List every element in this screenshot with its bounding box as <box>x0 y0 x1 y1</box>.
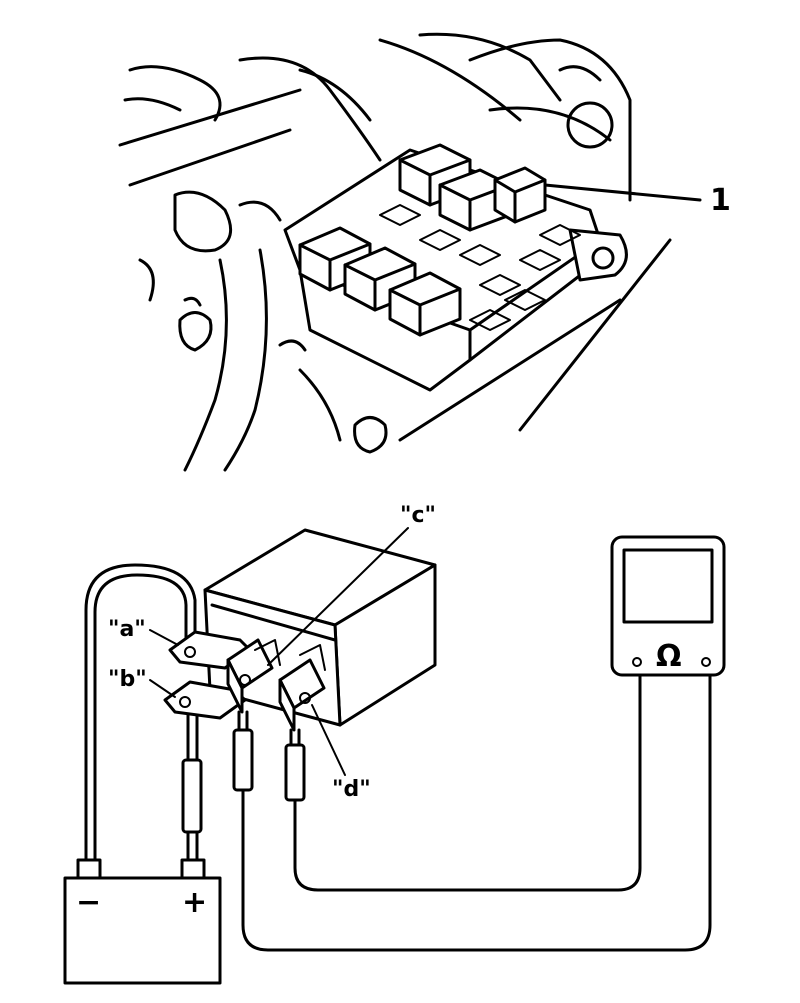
relay <box>163 528 437 732</box>
negative-jumper-wire-outer <box>84 563 197 862</box>
relay-module <box>298 143 581 337</box>
callout-number-1: 1 <box>710 183 731 218</box>
relay-terminal-c <box>226 658 244 714</box>
label-terminal-c: "c" <box>400 503 436 528</box>
test-lead-d <box>284 673 642 892</box>
test-lead-c <box>232 673 712 952</box>
battery: − + <box>63 858 222 985</box>
label-terminal-d: "d" <box>332 777 371 802</box>
callout-leader <box>543 183 702 202</box>
battery-positive-symbol: + <box>182 885 207 920</box>
label-terminal-b: "b" <box>108 667 147 692</box>
ohmmeter-symbol: Ω <box>656 639 682 674</box>
relay-terminal-d <box>278 678 296 732</box>
engine-bay-illustration: 1 <box>118 32 731 472</box>
label-terminal-a: "a" <box>108 617 146 642</box>
battery-negative-symbol: − <box>76 885 101 920</box>
ohmmeter: Ω <box>610 535 726 677</box>
positive-probe-connector <box>181 758 203 834</box>
negative-jumper-wire-inner <box>93 573 188 862</box>
relay-test-diagram: − + <box>63 503 726 985</box>
relay-terminal-b <box>163 680 247 720</box>
